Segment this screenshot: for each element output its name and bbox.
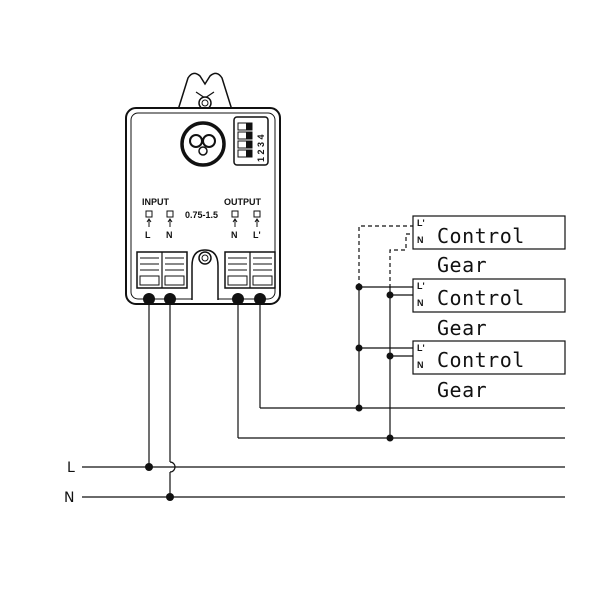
control-gear-1-name: Control — [437, 224, 525, 248]
svg-text:L': L' — [417, 281, 425, 291]
input-terminal-block — [136, 251, 188, 289]
svg-text:N: N — [417, 360, 424, 370]
dip-switch-numbers: 1 2 3 4 — [256, 134, 266, 162]
input-label: INPUT — [142, 197, 170, 207]
input-terminal-l: L — [145, 230, 151, 240]
control-gear-2: L' N Control Gear — [412, 278, 566, 340]
control-gear-1-sub: Gear — [437, 253, 487, 277]
svg-text:L': L' — [417, 343, 425, 353]
svg-text:N: N — [417, 298, 424, 308]
svg-text:L': L' — [417, 218, 425, 228]
control-gear-2-sub: Gear — [437, 316, 487, 340]
svg-text:N: N — [417, 235, 424, 245]
wire-size-label: 0.75-1.5 — [185, 210, 218, 220]
junction-dots — [143, 283, 394, 501]
control-gear-3-sub: Gear — [437, 378, 487, 402]
output-terminal-block — [224, 251, 276, 289]
mounting-ear-top — [176, 72, 234, 111]
output-terminal-n: N — [231, 230, 238, 240]
output-label: OUTPUT — [224, 197, 262, 207]
mains-l-label: L — [67, 460, 75, 476]
control-gear-2-name: Control — [437, 286, 525, 310]
output-terminal-lprime: L' — [253, 230, 261, 240]
control-gear-3-name: Control — [437, 348, 525, 372]
control-gear-1: L' N Control Gear — [412, 215, 566, 277]
mains-n-label: N — [64, 490, 74, 506]
input-terminal-n: N — [166, 230, 173, 240]
sensor-device — [125, 72, 281, 305]
control-gear-3: L' N Control Gear — [412, 340, 566, 402]
